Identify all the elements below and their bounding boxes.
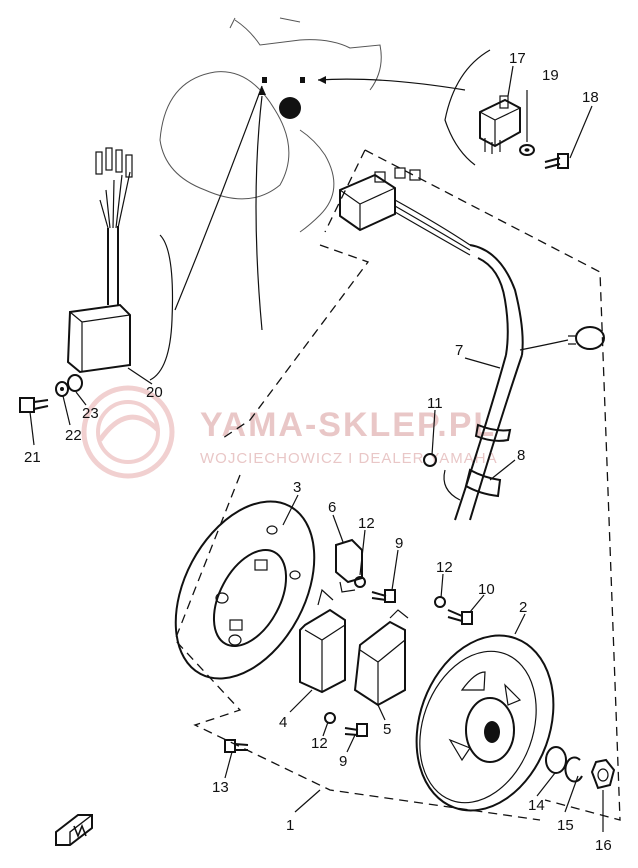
- label-12a: 12: [358, 515, 375, 532]
- label-20: 20: [146, 384, 163, 401]
- assembly-boundaries: [174, 149, 621, 821]
- wire-harness-part-7: [339, 167, 605, 521]
- label-6: 6: [328, 499, 336, 516]
- label-9a: 9: [395, 535, 403, 552]
- part-labels: 17 19 18 20 23 22 21 7 11 8 3 6 12 9 12 …: [24, 50, 612, 854]
- bolt-part-18: [544, 153, 569, 169]
- motorcycle-outline-icon: [159, 17, 382, 233]
- label-1: 1: [286, 817, 294, 834]
- pointer-lines: [149, 49, 491, 381]
- label-7: 7: [455, 342, 463, 359]
- watermark: YAMA-SKLEP.PL WOJCIECHOWICZ I DEALER YAM…: [81, 385, 498, 479]
- stator-plate-part-3: [174, 500, 316, 680]
- label-18: 18: [582, 89, 599, 106]
- cdi-unit-part-20: [66, 147, 133, 374]
- washers-part-22-23: [55, 374, 83, 397]
- pickup-coil-part-6: [335, 538, 363, 593]
- label-8: 8: [517, 447, 525, 464]
- label-22: 22: [65, 427, 82, 444]
- charge-coil-part-4: [299, 588, 346, 694]
- label-14: 14: [528, 797, 545, 814]
- label-2: 2: [519, 599, 527, 616]
- bolt-part-21: [19, 397, 49, 413]
- screws-and-washers: [224, 576, 473, 753]
- label-5: 5: [383, 721, 391, 738]
- washer-part-19: [519, 144, 535, 156]
- label-10: 10: [478, 581, 495, 598]
- label-19: 19: [542, 67, 559, 84]
- label-4: 4: [279, 714, 287, 731]
- label-3: 3: [293, 479, 301, 496]
- clamp-part-11: [423, 423, 512, 467]
- clamp-part-8: [443, 468, 502, 501]
- label-16: 16: [595, 837, 612, 854]
- label-leaders: [29, 65, 604, 832]
- front-direction-icon: [55, 814, 93, 846]
- lock-washer-part-15: [564, 756, 583, 783]
- label-12b: 12: [436, 559, 453, 576]
- label-13: 13: [212, 779, 229, 796]
- label-15: 15: [557, 817, 574, 834]
- label-21: 21: [24, 449, 41, 466]
- watermark-subtitle: WOJCIECHOWICZ I DEALER YAMAHA: [200, 450, 498, 467]
- nut-part-16: [590, 758, 616, 790]
- washer-part-14: [545, 746, 567, 774]
- label-12c: 12: [311, 735, 328, 752]
- lighting-coil-part-5: [353, 609, 409, 707]
- flywheel-rotor-part-2: [415, 634, 555, 812]
- watermark-title: YAMA-SKLEP.PL: [200, 406, 496, 444]
- watermark-logo-icon: [81, 385, 175, 479]
- label-23: 23: [82, 405, 99, 422]
- label-11: 11: [427, 395, 443, 412]
- label-9b: 9: [339, 753, 347, 770]
- label-17: 17: [509, 50, 526, 67]
- relay-part-17: [479, 95, 521, 154]
